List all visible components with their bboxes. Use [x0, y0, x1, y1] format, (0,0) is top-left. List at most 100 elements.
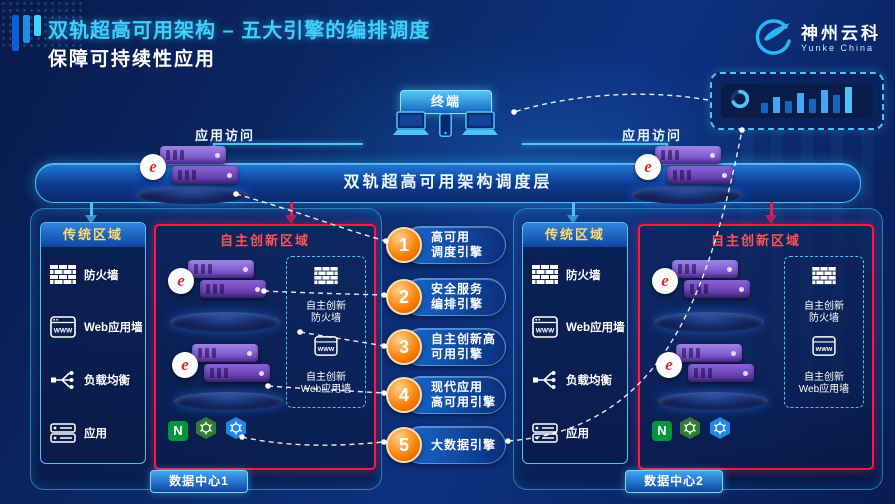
- firewall-icon: [812, 267, 836, 290]
- engine-number: 3: [386, 329, 422, 365]
- datacenter-2-label: 数据中心2: [625, 470, 723, 493]
- laptop-icon: [460, 111, 500, 142]
- access-label-right: 应用访问: [622, 128, 683, 143]
- platform-disc: [654, 312, 764, 332]
- list-item: 防火墙: [531, 264, 625, 285]
- firewall-icon: [49, 264, 77, 285]
- logo-subname: Yunke China: [801, 43, 875, 54]
- vendor-badge-icon: e: [172, 352, 198, 378]
- engine-4: 现代应用 高可用引擎 4: [386, 374, 508, 416]
- platform-disc: [170, 312, 280, 332]
- nginx-icon: N: [168, 420, 188, 441]
- engine-number: 1: [386, 227, 422, 263]
- logo-swoosh-icon: [753, 16, 793, 61]
- item-label: 负载均衡: [84, 374, 130, 387]
- firewall-icon: [531, 264, 559, 285]
- logo-name: 神州云科: [801, 23, 881, 43]
- item-label: 负载均衡: [566, 374, 612, 387]
- list-item: 应用: [49, 422, 143, 444]
- svg-text:WWW: WWW: [536, 327, 555, 334]
- flow-line: [572, 202, 575, 216]
- waf-icon: WWW: [314, 336, 338, 361]
- item-label: 自主创新 防火墙: [306, 300, 346, 325]
- waf-icon: WWW: [531, 315, 559, 338]
- engine-label: 高可用 调度引擎: [431, 230, 484, 259]
- engine-number: 2: [386, 279, 422, 315]
- innovation-zone-2: 自主创新区域 e e N: [638, 224, 874, 470]
- svg-text:WWW: WWW: [54, 327, 73, 334]
- flow-line: [213, 143, 363, 145]
- list-item: 应用: [531, 422, 625, 444]
- firewall-icon: [314, 267, 338, 290]
- datacenter-1-label: 数据中心1: [150, 470, 248, 493]
- engine-label: 大数据引擎: [431, 437, 497, 452]
- innovation-zone-title: 自主创新区域: [710, 233, 801, 248]
- item-label: Web应用墙: [566, 321, 625, 334]
- monitoring-panel: [710, 72, 884, 130]
- flow-line: [522, 143, 668, 145]
- vendor-badge-icon: e: [140, 154, 166, 180]
- traditional-zone-title: 传统区域: [41, 223, 145, 247]
- engine-label: 安全服务 编排引擎: [431, 282, 484, 311]
- runtime-icons: N: [168, 416, 248, 445]
- load-balancer-icon: [49, 369, 77, 391]
- phone-icon: [438, 113, 452, 142]
- laptop-icon: [391, 111, 431, 142]
- item-label: Web应用墙: [84, 321, 143, 334]
- page-title: 双轨超高可用架构 – 五大引擎的编排调度: [48, 20, 431, 42]
- server-cluster: e: [168, 260, 268, 310]
- flow-line: [770, 202, 773, 216]
- gauge-icon: [729, 88, 751, 115]
- application-icon: [531, 422, 559, 444]
- list-item: WWW Web应用墙: [49, 315, 143, 338]
- client-devices: [362, 111, 528, 142]
- vendor-badge-icon: e: [168, 268, 194, 294]
- server-cluster: e: [652, 260, 752, 310]
- kubernetes-green-icon: [678, 416, 702, 445]
- vendor-badge-icon: e: [635, 154, 661, 180]
- list-item: 负载均衡: [49, 369, 143, 391]
- waf-icon: WWW: [812, 336, 836, 361]
- engine-number: 4: [386, 377, 422, 413]
- engine-5: 大数据引擎 5: [386, 424, 508, 466]
- flow-line: [90, 202, 93, 216]
- kubernetes-green-icon: [194, 416, 218, 445]
- engine-label: 现代应用 高可用引擎: [431, 380, 497, 409]
- item-label: 自主创新 防火墙: [804, 300, 844, 325]
- traditional-zone-title: 传统区域: [523, 223, 627, 247]
- platform-disc: [136, 186, 248, 204]
- innovation-zone-title: 自主创新区域: [219, 233, 310, 248]
- server-cluster: e: [140, 146, 240, 196]
- terminal-label: 终端: [400, 90, 492, 114]
- server-cluster: e: [635, 146, 735, 196]
- server-cluster: e: [656, 344, 756, 394]
- engine-3: 自主创新高 可用引擎 3: [386, 326, 508, 368]
- engine-2: 安全服务 编排引擎 2: [386, 276, 508, 318]
- item-label: 自主创新 Web应用墙: [300, 371, 352, 396]
- item-label: 防火墙: [84, 269, 119, 282]
- title-bars-icon: [12, 15, 41, 51]
- application-icon: [49, 422, 77, 444]
- bar-chart-icon: [759, 85, 863, 118]
- innovation-security-group: 自主创新 防火墙 WWW 自主创新 Web应用墙: [784, 256, 864, 408]
- vendor-badge-icon: e: [652, 268, 678, 294]
- traditional-zone-1: 传统区域 防火墙: [40, 222, 146, 464]
- brand-logo: 神州云科 Yunke China: [753, 16, 881, 61]
- engine-1: 高可用 调度引擎 1: [386, 224, 508, 266]
- innovation-zone-1: 自主创新区域 e e N: [154, 224, 376, 470]
- innovation-security-group: 自主创新 防火墙 WWW 自主创新 Web应用墙: [286, 256, 366, 408]
- access-label-left: 应用访问: [195, 128, 256, 143]
- page-subtitle: 保障可持续性应用: [48, 49, 217, 70]
- list-item: WWW Web应用墙: [531, 315, 625, 338]
- item-label: 防火墙: [566, 269, 601, 282]
- svg-text:WWW: WWW: [318, 347, 335, 353]
- engine-number: 5: [386, 427, 422, 463]
- item-label: 应用: [566, 427, 589, 440]
- load-balancer-icon: [531, 369, 559, 391]
- vendor-badge-icon: e: [656, 352, 682, 378]
- item-label: 应用: [84, 427, 107, 440]
- platform-disc: [658, 392, 768, 410]
- traditional-zone-2: 传统区域 防火墙: [522, 222, 628, 464]
- waf-icon: WWW: [49, 315, 77, 338]
